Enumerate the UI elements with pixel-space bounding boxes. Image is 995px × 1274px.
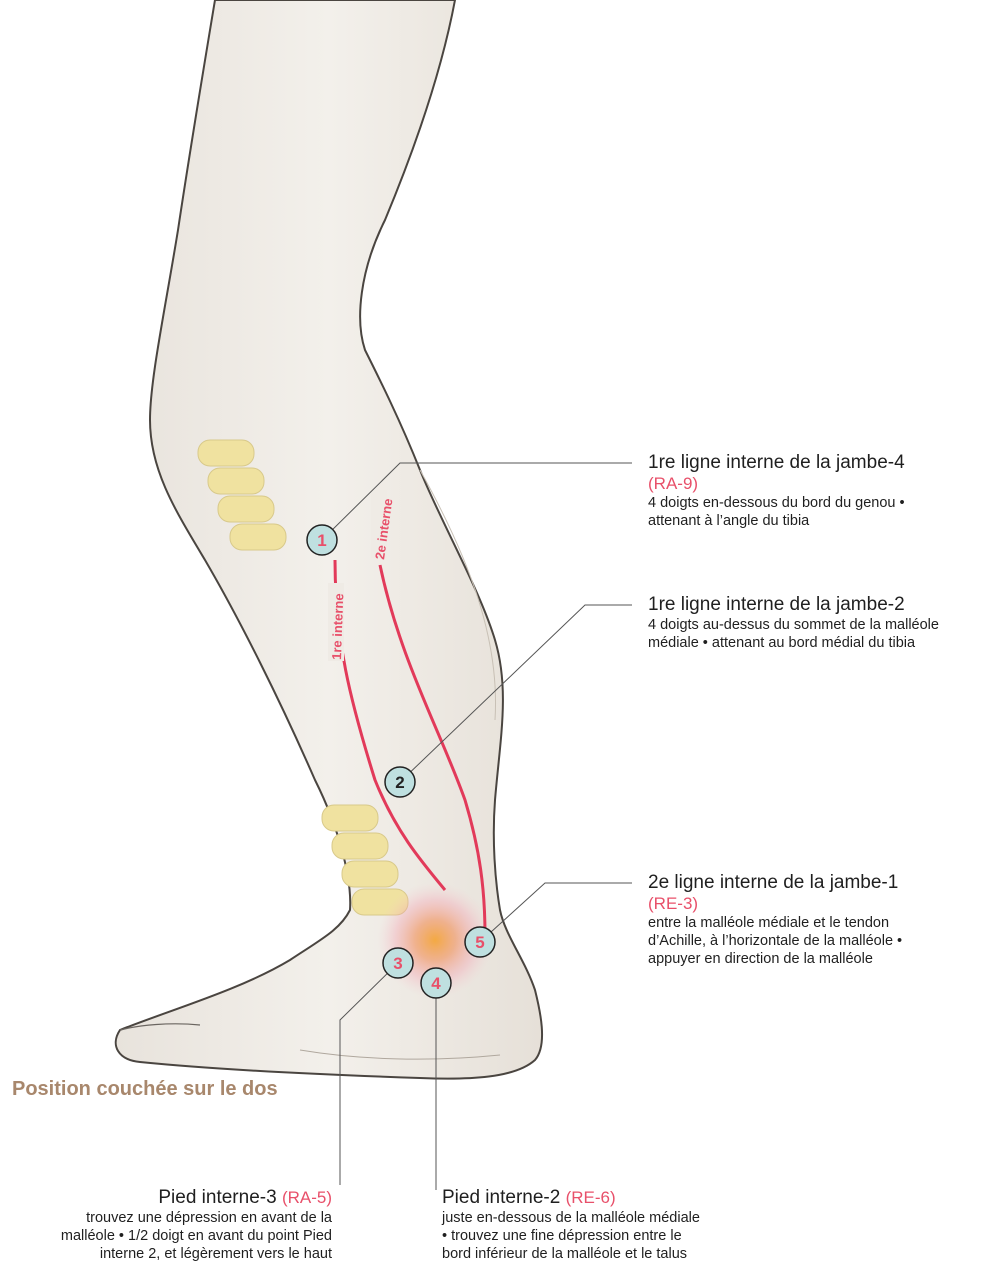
callout-2-desc-2: médiale • attenant au bord médial du tib…: [648, 634, 939, 652]
callout-4-code: (RE-6): [566, 1188, 616, 1207]
callout-3-title: Pied interne-3: [158, 1187, 276, 1208]
callout-3-desc-3: interne 2, et légèrement vers le haut: [0, 1245, 332, 1263]
point-5[interactable]: 5: [465, 927, 495, 957]
callout-5-desc-3: appuyer en direction de la malléole: [648, 950, 902, 968]
svg-text:3: 3: [393, 954, 402, 973]
callout-5-code: (RE-3): [648, 894, 902, 914]
callout-3-code: (RA-5): [282, 1188, 332, 1207]
callout-2-title: 1re ligne interne de la jambe-2: [648, 594, 939, 616]
callout-3-title-row: Pied interne-3 (RA-5): [0, 1187, 332, 1209]
point-3[interactable]: 3: [383, 948, 413, 978]
callout-point-4: Pied interne-2 (RE-6) juste en-dessous d…: [442, 1187, 700, 1263]
callout-1-desc-1: 4 doigts en-dessous du bord du genou •: [648, 494, 905, 512]
callout-1-code: (RA-9): [648, 474, 905, 494]
callout-2-desc-1: 4 doigts au-dessus du sommet de la mallé…: [648, 616, 939, 634]
point-4[interactable]: 4: [421, 968, 451, 998]
callout-3-desc-1: trouvez une dépression en avant de la: [0, 1209, 332, 1227]
callout-5-desc-2: d’Achille, à l’horizontale de la malléol…: [648, 932, 902, 950]
callout-4-title-row: Pied interne-2 (RE-6): [442, 1187, 700, 1209]
callout-point-1: 1re ligne interne de la jambe-4 (RA-9) 4…: [648, 452, 905, 530]
point-1[interactable]: 1: [307, 525, 337, 555]
callout-4-desc-2: • trouvez une fine dépression entre le: [442, 1227, 700, 1245]
first-inner-label: 1re interne: [329, 593, 346, 660]
svg-text:4: 4: [431, 974, 441, 993]
point-2[interactable]: 2: [385, 767, 415, 797]
callout-4-desc-3: bord inférieur de la malléole et le talu…: [442, 1245, 700, 1263]
callout-point-2: 1re ligne interne de la jambe-2 4 doigts…: [648, 594, 939, 652]
callout-1-desc-2: attenant à l’angle du tibia: [648, 512, 905, 530]
callout-5-title: 2e ligne interne de la jambe-1: [648, 872, 902, 894]
svg-text:5: 5: [475, 933, 484, 952]
callout-5-desc-1: entre la malléole médiale et le tendon: [648, 914, 902, 932]
callout-3-desc-2: malléole • 1/2 doigt en avant du point P…: [0, 1227, 332, 1245]
svg-text:1: 1: [317, 531, 326, 550]
position-label: Position couchée sur le dos: [12, 1078, 278, 1101]
callout-1-title: 1re ligne interne de la jambe-4: [648, 452, 905, 474]
callout-point-3: Pied interne-3 (RA-5) trouvez une dépres…: [0, 1187, 332, 1263]
callout-4-title: Pied interne-2: [442, 1187, 560, 1208]
callout-point-5: 2e ligne interne de la jambe-1 (RE-3) en…: [648, 872, 902, 968]
callout-4-desc-1: juste en-dessous de la malléole médiale: [442, 1209, 700, 1227]
svg-text:2: 2: [395, 773, 404, 792]
